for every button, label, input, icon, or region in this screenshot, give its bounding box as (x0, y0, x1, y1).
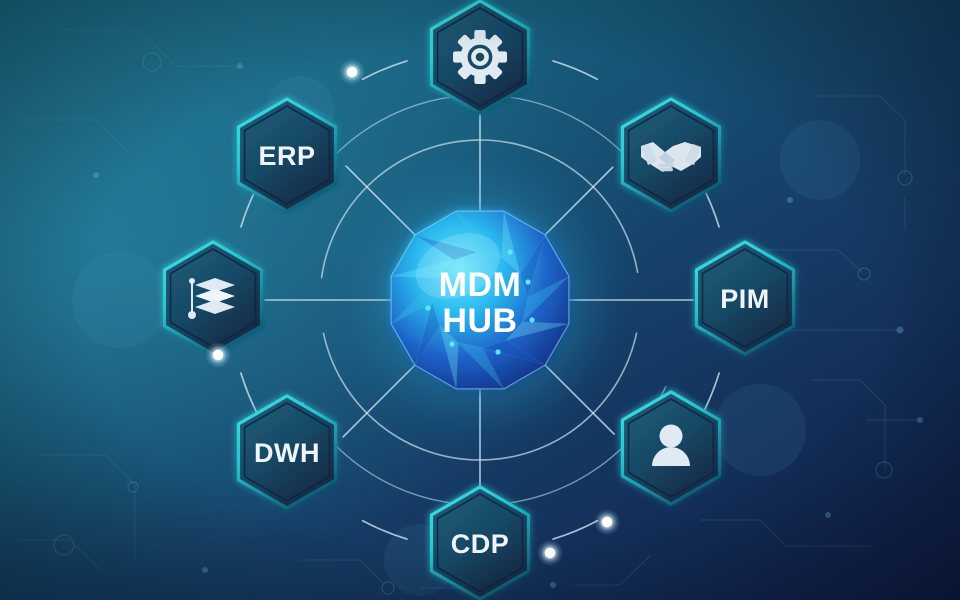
vignette-overlay (0, 0, 960, 600)
diagram-canvas: ERPPIMCDPDWH MDMHUB (0, 0, 960, 600)
mdm-hub-diagram: ERPPIMCDPDWH MDMHUB (0, 0, 960, 600)
